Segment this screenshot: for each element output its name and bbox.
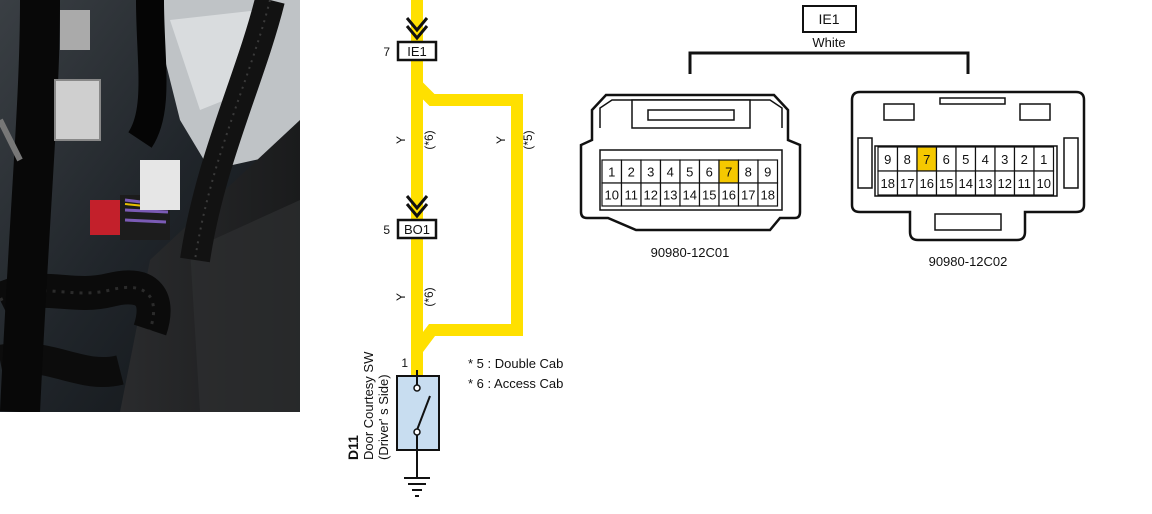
left-pin-number: 3 (647, 165, 654, 180)
right-pin-number: 3 (1001, 152, 1008, 167)
left-pin-number: 16 (722, 188, 736, 203)
right-pin-number: 13 (978, 176, 992, 191)
connector-ie1-label: IE1 (407, 44, 427, 59)
svg-text:(*6): (*6) (422, 130, 436, 149)
right-pin-number: 4 (982, 152, 989, 167)
connector-ie1: IE1 7 (383, 40, 438, 62)
left-pin-number: 14 (683, 188, 697, 203)
right-pin-number: 1 (1040, 152, 1047, 167)
right-pin-number: 11 (1018, 176, 1032, 191)
right-pin-number: 10 (1037, 176, 1051, 191)
component-name: Door Courtesy SW (361, 351, 376, 460)
right-pin-number: 17 (900, 176, 914, 191)
left-pin-number: 13 (663, 188, 677, 203)
left-pin-number: 10 (605, 188, 619, 203)
left-pin-number: 15 (702, 188, 716, 203)
engine-bay-harness-photo-icon (0, 0, 300, 412)
left-pin-number: 2 (628, 165, 635, 180)
note-double-cab: * 5 : Double Cab (468, 356, 563, 371)
connector-bo1-label: BO1 (404, 222, 430, 237)
door-courtesy-switch (396, 370, 440, 478)
left-pin-number: 12 (644, 188, 658, 203)
left-pin-number: 11 (625, 188, 639, 203)
left-pin-number: 6 (706, 165, 713, 180)
right-pin-number: 18 (881, 176, 895, 191)
left-pin-number: 18 (761, 188, 775, 203)
note-access-cab: * 6 : Access Cab (468, 376, 563, 391)
right-pin-number: 14 (959, 176, 973, 191)
connector-ie1-pin: 7 (383, 45, 390, 59)
wire-label-1: Y (*6) (394, 130, 436, 149)
chevron-down-icon (405, 17, 429, 41)
right-pin-number: 15 (939, 176, 953, 191)
yellow-wire-harness (411, 0, 523, 375)
left-pin-number: 5 (686, 165, 693, 180)
chevron-down-icon (405, 195, 429, 219)
right-pin-number: 9 (884, 152, 891, 167)
svg-text:Y: Y (394, 293, 408, 301)
left-pin-number: 9 (764, 165, 771, 180)
svg-text:(*5): (*5) (521, 130, 535, 149)
right-pin-number: 5 (962, 152, 969, 167)
component-side: (Driver' s Side) (376, 374, 391, 460)
right-pin-cell (1033, 170, 1055, 196)
left-pin-number: 4 (667, 165, 674, 180)
right-part-number: 90980-12C02 (929, 254, 1008, 269)
svg-text:(*6): (*6) (422, 287, 436, 306)
ground-icon (404, 477, 430, 497)
harness-photo (0, 0, 300, 412)
left-part-number: 90980-12C01 (651, 245, 730, 260)
left-pin-number: 8 (745, 165, 752, 180)
right-pin-number: 6 (943, 152, 950, 167)
right-pin-number: 8 (904, 152, 911, 167)
right-pin-number: 2 (1021, 152, 1028, 167)
right-pin-number: 7 (923, 152, 930, 167)
left-pin-number: 17 (741, 188, 755, 203)
connector-view-color: White (812, 35, 845, 50)
right-pin-number: 16 (920, 176, 934, 191)
component-code: D11 (345, 435, 361, 460)
wire-label-3: Y (*6) (394, 287, 436, 306)
left-pin-cell (757, 182, 779, 207)
connector-view-name: IE1 (818, 11, 839, 27)
left-pin-number: 7 (725, 165, 732, 180)
component-label: D11 Door Courtesy SW (Driver' s Side) (345, 351, 391, 460)
svg-text:Y: Y (494, 136, 508, 144)
connector-view-header: IE1 White (688, 5, 970, 74)
wire-label-2: Y (*5) (494, 130, 535, 149)
connector-bo1: BO1 5 (383, 218, 438, 240)
svg-text:Y: Y (394, 136, 408, 144)
left-pin-number: 1 (608, 165, 615, 180)
connector-bo1-pin: 5 (383, 223, 390, 237)
switch-pin-label: 1 (401, 356, 408, 370)
wire-branch-double-cab (412, 80, 523, 354)
cab-notes: * 5 : Double Cab * 6 : Access Cab (468, 356, 563, 391)
right-pin-number: 12 (998, 176, 1012, 191)
